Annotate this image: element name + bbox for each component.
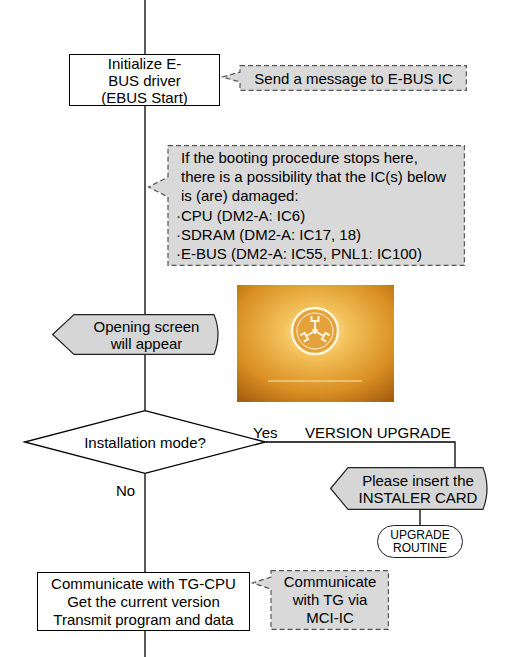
node-text: Please insert the INSTALER CARD (356, 472, 481, 506)
callout-outline (149, 146, 465, 266)
text-area: Please insert the INSTALER CARD (330, 467, 490, 510)
node-text: ·E-BUS (DM2-A: IC55, PNL1: IC100) (176, 244, 422, 263)
text-area: If the booting procedure stops here, the… (148, 145, 465, 266)
display-shape: Opening screen will appear (52, 314, 221, 355)
screen-background (237, 285, 394, 402)
diamond-outline (25, 411, 266, 474)
warning-callout: If the booting procedure stops here, the… (148, 145, 465, 266)
callout-outline (253, 571, 389, 630)
flow-line (144, 0, 145, 54)
text-area: Opening screen will appear (52, 314, 221, 355)
note-callout: Communicate with TG via MCI-IC (252, 570, 389, 630)
logo-ring (297, 313, 333, 349)
callout-outline (223, 66, 467, 91)
opening-screen-image (237, 285, 394, 402)
edge-label: Yes (253, 424, 277, 441)
process-box: Initialize E-BUS driver (EBUS Start) (69, 54, 220, 106)
node-text: Initialize E-BUS driver (EBUS Start) (97, 55, 192, 106)
node-text: If the booting procedure stops here, the… (181, 148, 456, 205)
node-text: Communicate with TG-CPU (51, 575, 236, 593)
terminator: UPGRADE ROUTINE (377, 525, 463, 558)
node-text: Get the current version (67, 593, 220, 611)
display-outline (53, 315, 218, 355)
text-area: Communicate with TG-CPUGet the current v… (38, 573, 249, 630)
tuning-fork (311, 326, 330, 341)
text-area: Installation mode? (24, 410, 266, 474)
screen-bar (268, 380, 362, 382)
connector-line (144, 106, 145, 314)
connector-line (144, 474, 145, 572)
decision-diamond: Installation mode? (24, 410, 266, 474)
text-area: UPGRADE ROUTINE (378, 526, 462, 557)
node-text: UPGRADE ROUTINE (380, 529, 460, 555)
process-box: Communicate with TG-CPUGet the current v… (37, 572, 250, 631)
flow-label: VERSION UPGRADE (305, 424, 451, 441)
note-callout: Send a message to E-BUS IC (222, 65, 467, 91)
flow-line (144, 631, 145, 657)
node-text: Opening screen will appear (89, 318, 204, 352)
display-shape: Please insert the INSTALER CARD (330, 467, 490, 510)
node-text: Communicate with TG via MCI-IC (276, 573, 384, 627)
connector-line (144, 355, 145, 410)
text-area: Communicate with TG via MCI-IC (252, 570, 389, 630)
tuning-fork (300, 326, 319, 341)
text-area: Send a message to E-BUS IC (222, 65, 467, 91)
node-text: ·SDRAM (DM2-A: IC17, 18) (176, 225, 361, 244)
node-text: ·CPU (DM2-A: IC6) (176, 206, 305, 225)
node-text: Installation mode? (84, 434, 206, 451)
node-text: Send a message to E-BUS IC (254, 70, 452, 87)
edge-label: No (116, 482, 135, 499)
connector-line (266, 442, 455, 467)
display-outline (331, 468, 487, 510)
connector-line (419, 510, 420, 525)
logo-ring (292, 308, 338, 354)
text-area: Initialize E-BUS driver (EBUS Start) (70, 55, 219, 105)
logo-forks (300, 316, 329, 342)
node-text: Transmit program and data (53, 611, 233, 629)
